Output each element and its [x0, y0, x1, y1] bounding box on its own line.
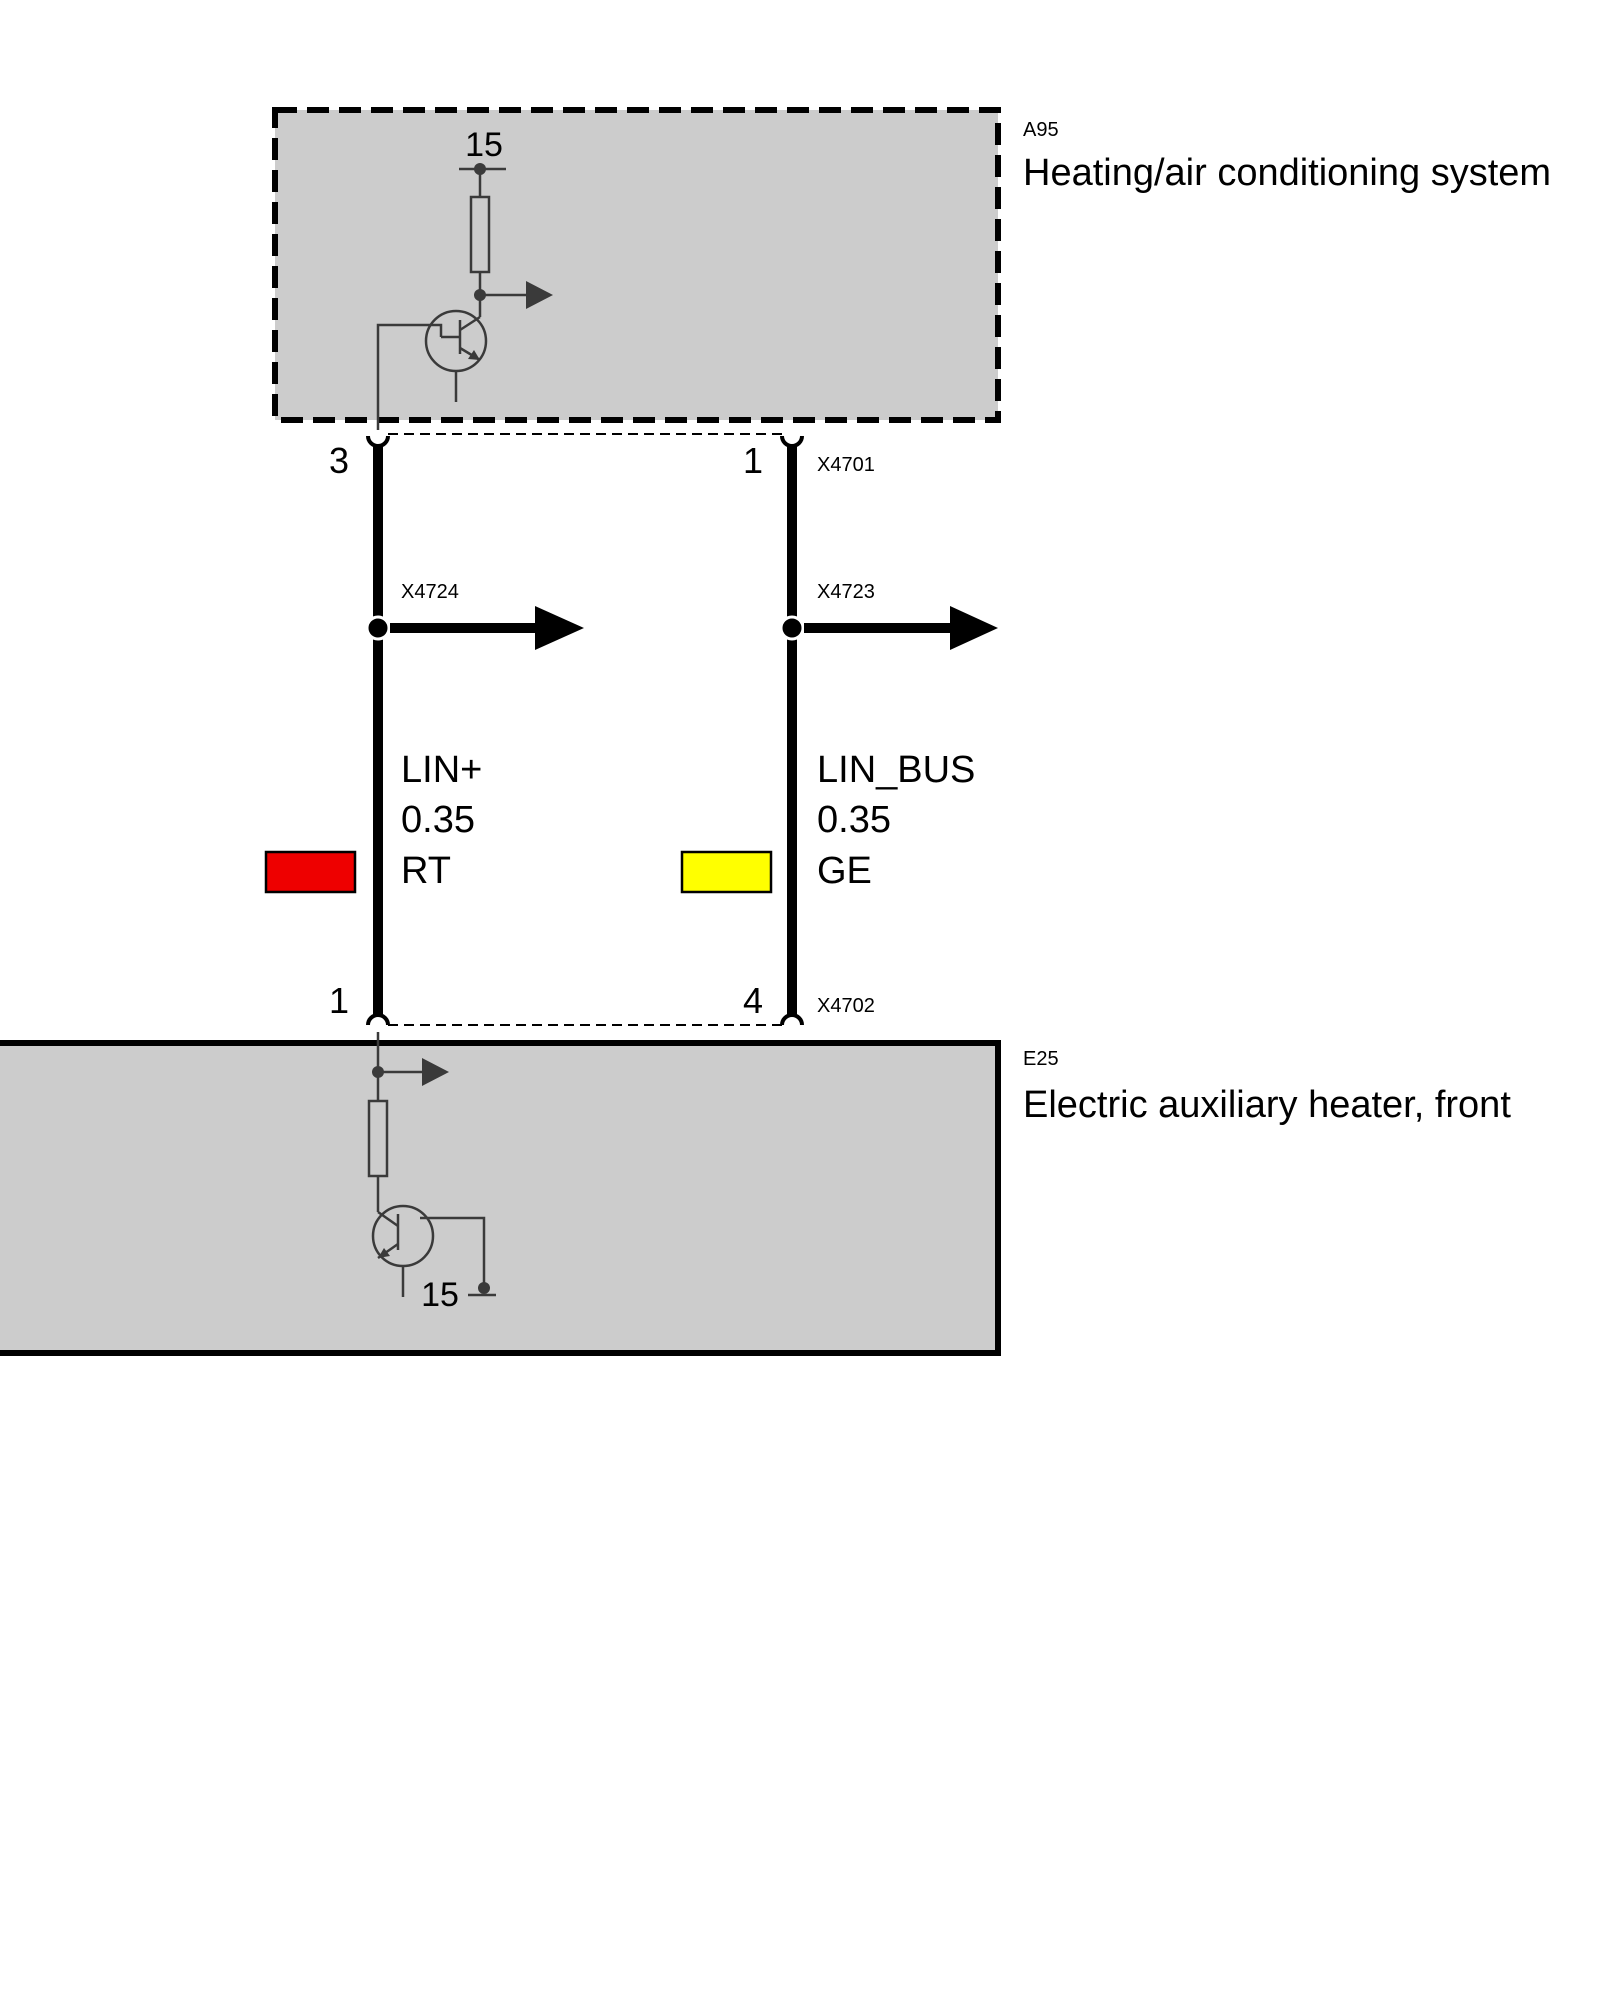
e25-output-arrow-icon — [422, 1058, 449, 1086]
wire-lin-bus-pin-bottom: 4 — [743, 980, 763, 1021]
a95-terminal-label: 15 — [465, 126, 503, 164]
wire-lin-bus: 1 4 LIN_BUS 0.35 GE — [680, 435, 998, 1026]
splice-x4723-label: X4723 — [817, 581, 875, 603]
e25-internal-circuit: 15 — [367, 1032, 496, 1314]
wire-lin-plus-gauge: 0.35 — [401, 799, 475, 841]
e25-collector — [377, 1210, 399, 1228]
wire-lin-plus-pin-bottom-icon — [366, 1013, 390, 1026]
wire-lin-bus-pin-top-icon — [780, 435, 804, 448]
wire-lin-plus-color-code: RT — [401, 850, 451, 892]
wire-lin-bus-signal: LIN_BUS — [817, 749, 975, 791]
wire-lin-plus: 3 1 LIN+ 0.35 RT — [264, 435, 584, 1026]
splice-x4723-arrow-icon — [950, 606, 998, 650]
a95-output-arrow-icon — [526, 281, 553, 309]
wire-lin-plus-pin-bottom: 1 — [329, 980, 349, 1021]
component-a95-id: A95 — [1023, 119, 1059, 141]
a95-emitter-arrow-icon — [468, 350, 480, 360]
component-e25-name: Electric auxiliary heater, front — [1023, 1084, 1511, 1126]
component-e25: 15 — [0, 1032, 1001, 1356]
e25-supply-line — [420, 1216, 486, 1288]
wire-lin-bus-pin-bottom-icon — [780, 1013, 804, 1026]
component-a95: 15 — [272, 107, 1001, 430]
component-a95-name: Heating/air conditioning system — [1023, 152, 1551, 194]
a95-collector — [459, 315, 481, 332]
splice-x4724-label: X4724 — [401, 581, 459, 603]
connector-x4701-label: X4701 — [817, 454, 875, 476]
component-e25-box — [0, 1040, 1001, 1356]
wire-lin-bus-color-code: GE — [817, 850, 872, 892]
splice-x4724-arrow-icon — [535, 606, 584, 650]
wire-lin-bus-pin-top: 1 — [743, 440, 763, 481]
e25-emitter-arrow-icon — [378, 1248, 390, 1258]
wire-lin-bus-color-swatch — [680, 850, 773, 894]
component-e25-id: E25 — [1023, 1048, 1059, 1070]
a95-internal-circuit: 15 — [376, 126, 553, 430]
component-a95-box — [272, 107, 1001, 423]
e25-supply-node — [478, 1282, 490, 1294]
splice-x4724-node — [365, 615, 391, 641]
a95-signal-line — [376, 323, 443, 430]
e25-terminal-label: 15 — [421, 1276, 459, 1314]
wire-lin-plus-signal: LIN+ — [401, 749, 482, 791]
wire-lin-bus-gauge: 0.35 — [817, 799, 891, 841]
wire-lin-plus-pin-top: 3 — [329, 440, 349, 481]
wire-lin-plus-pin-top-icon — [366, 435, 390, 448]
splice-x4723-node — [779, 615, 805, 641]
connector-x4702-label: X4702 — [817, 995, 875, 1017]
wire-lin-plus-color-swatch — [264, 850, 357, 894]
